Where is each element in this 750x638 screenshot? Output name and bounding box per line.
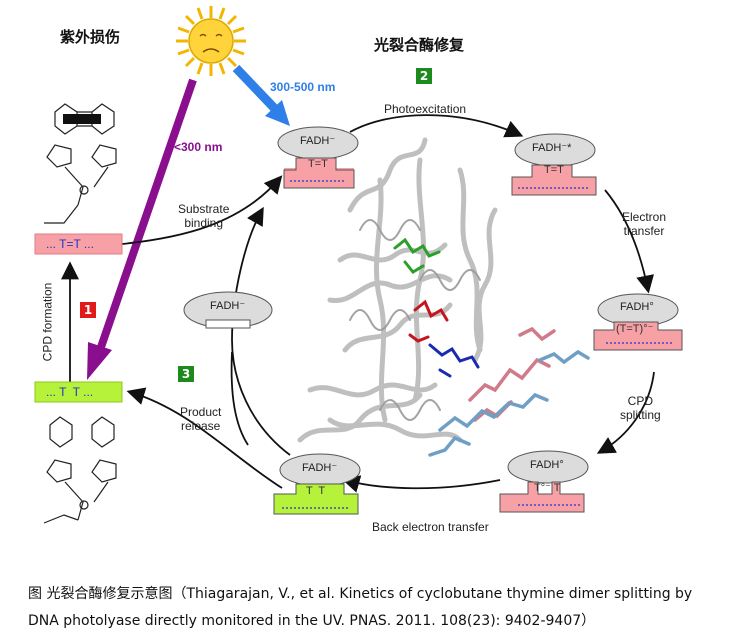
electron-transfer-label: Electron transfer <box>622 210 667 238</box>
reaction-cycle <box>230 114 655 493</box>
state-2-cofactor: FADH⁻* <box>532 142 572 154</box>
cpd-formation-label: CPD formation <box>40 282 55 362</box>
step-3-badge: 3 <box>178 366 194 382</box>
cpd-splitting-label: CPD splitting <box>620 394 661 422</box>
product-release-label: Product release <box>180 405 222 433</box>
uv-long-arrow <box>232 64 290 126</box>
repaired-strip-text: ... T T ... <box>46 385 94 399</box>
state-1-enzyme-substrate <box>277 126 359 189</box>
uv-short-arrow <box>87 78 197 380</box>
state-2-substrate: T=T <box>544 164 564 176</box>
photolyase-repair-title: 光裂合酶修复 <box>374 36 465 54</box>
state-5-product <box>273 453 361 515</box>
dimer-dna-strip <box>34 233 123 255</box>
long-wavelength-label: 300-500 nm <box>270 80 336 94</box>
state-6-free-enzyme <box>183 291 273 329</box>
state-6-cofactor: FADH⁻ <box>210 300 246 312</box>
product-release-arrow <box>126 387 283 489</box>
thymine-pair-structure <box>43 416 117 524</box>
back-electron-transfer-label: Back electron transfer <box>372 520 489 534</box>
state-4-substrate: T°⁻ T <box>534 482 561 494</box>
state-1-cofactor: FADH⁻ <box>300 135 336 147</box>
inner-loop-arrow <box>231 206 291 456</box>
dimer-strip-text: ... T=T ... <box>46 237 94 251</box>
substrate-binding-label: Substrate binding <box>178 202 230 230</box>
photoexcitation-label: Photoexcitation <box>384 102 467 116</box>
state-3-cofactor: FADH° <box>620 301 654 313</box>
uv-damage-title: 紫外损伤 <box>60 28 121 46</box>
strip-dots <box>282 180 672 509</box>
figure-caption-line1: 图 光裂合酶修复示意图（Thiagarajan, V., et al. Kine… <box>28 586 693 602</box>
state-4-cofactor: FADH° <box>530 459 564 471</box>
figure-caption-line2: DNA photolyase directly monitored in the… <box>28 613 596 629</box>
state-3-substrate: (T=T)°⁻ <box>616 323 654 335</box>
thymine-dimer-structure <box>44 103 117 224</box>
substrate-binding-arrow <box>121 175 283 245</box>
step-2-badge: 2 <box>416 68 432 84</box>
state-1-substrate: T=T <box>308 158 328 170</box>
protein-structure <box>297 137 590 457</box>
state-5-cofactor: FADH⁻ <box>302 462 338 474</box>
state-5-substrate: T T <box>306 485 326 497</box>
step-1-badge: 1 <box>80 302 96 318</box>
sun-icon <box>176 6 246 76</box>
short-wavelength-label: <300 nm <box>174 140 223 154</box>
repaired-dna-strip <box>34 381 123 403</box>
